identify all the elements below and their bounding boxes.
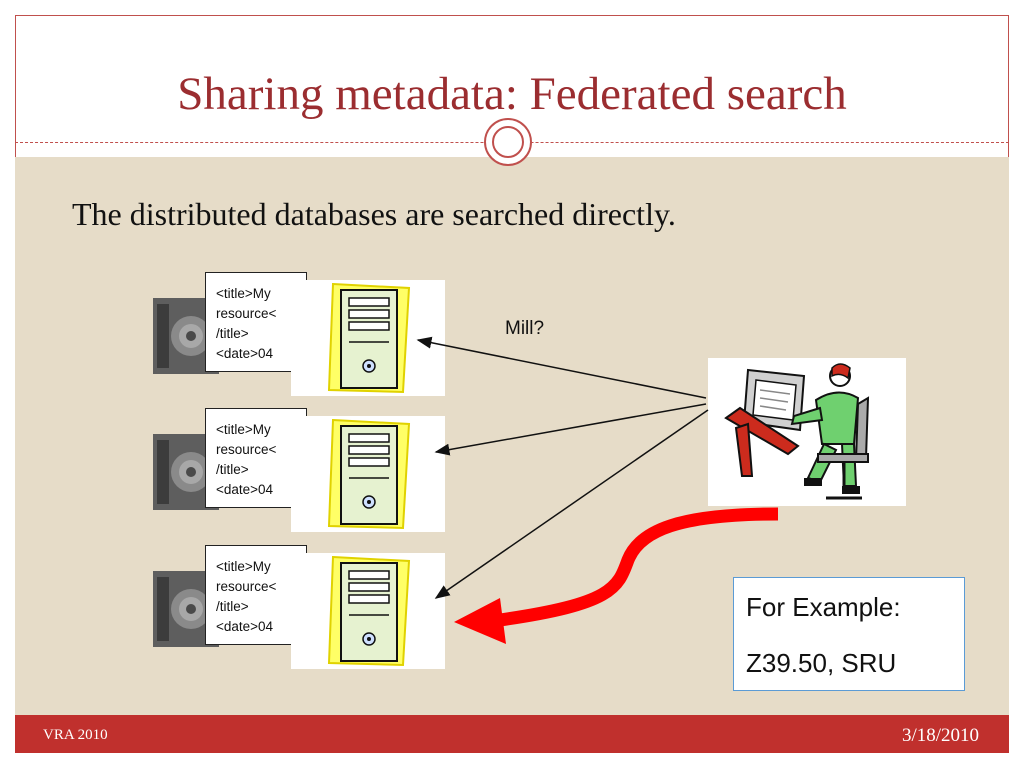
metadata-record-text: <title>My resource< /title> <date>04 bbox=[216, 286, 277, 361]
slide-title: Sharing metadata: Federated search bbox=[177, 68, 847, 120]
example-line-1: For Example: bbox=[746, 592, 901, 622]
example-line-2: Z39.50, SRU bbox=[746, 648, 897, 678]
arrow-label: Mill? bbox=[505, 318, 545, 339]
server-icon bbox=[291, 416, 445, 532]
server-icon bbox=[291, 553, 445, 669]
slide-footer: VRA 2010 3/18/2010 bbox=[15, 715, 1009, 753]
user-at-computer-icon bbox=[708, 358, 906, 506]
divider-ornament-icon bbox=[484, 118, 532, 166]
metadata-record: <title>My resource< /title> <date>04 bbox=[205, 545, 307, 645]
slide-subtitle: The distributed databases are searched d… bbox=[72, 196, 676, 232]
example-callout: For Example: Z39.50, SRU bbox=[733, 577, 965, 691]
footer-event: VRA 2010 bbox=[43, 727, 108, 743]
footer-date: 3/18/2010 bbox=[901, 725, 979, 746]
server-icon bbox=[291, 280, 445, 396]
metadata-record-text: <title>My resource< /title> <date>04 bbox=[216, 422, 277, 497]
metadata-record-text: <title>My resource< /title> <date>04 bbox=[216, 559, 277, 634]
database-group-2: <title>My resource< /title> <date>04 bbox=[153, 408, 453, 532]
metadata-record: <title>My resource< /title> <date>04 bbox=[205, 408, 307, 508]
database-group-1: <title>My resource< /title> <date>04 bbox=[153, 272, 453, 396]
database-group-3: <title>My resource< /title> <date>04 bbox=[153, 545, 453, 669]
metadata-record: <title>My resource< /title> <date>04 bbox=[205, 272, 307, 372]
